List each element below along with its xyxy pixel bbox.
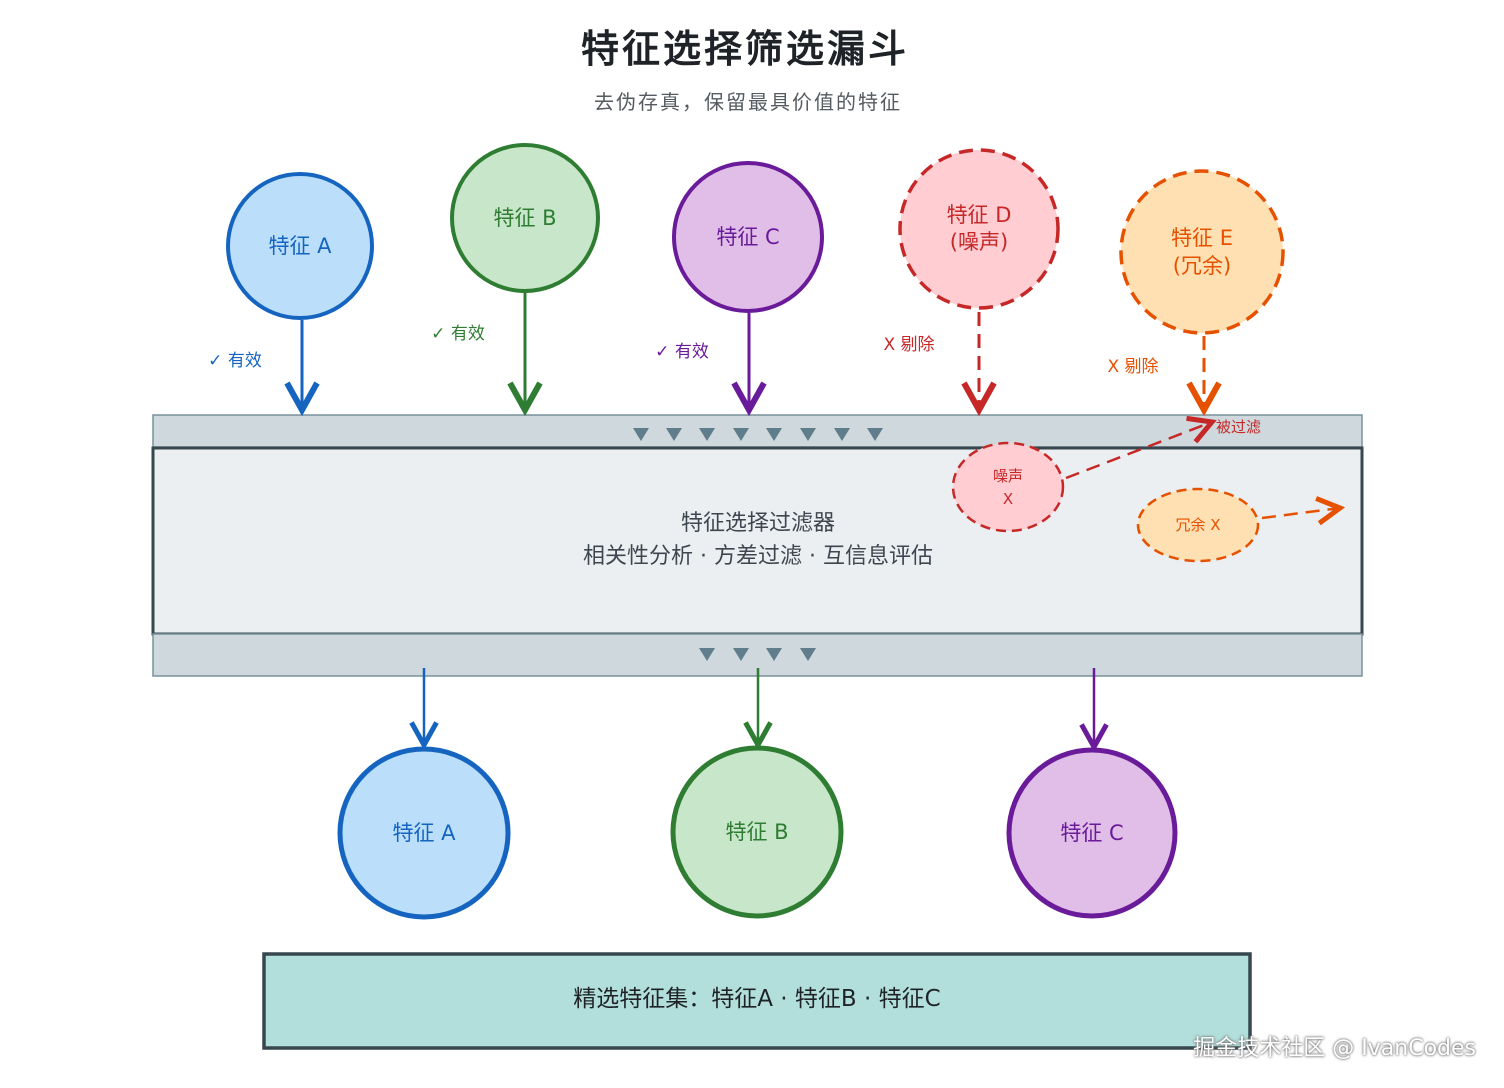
noise-mark: X [1003,490,1013,508]
output-a-label: 特征 A [392,821,456,845]
filter-bottom-band [152,633,1363,677]
watermark: 掘金技术社区 @ IvanCodes [1193,1036,1476,1061]
result-box [262,952,1252,1050]
rejected-noise: 噪声 X 被过滤 [951,418,1261,533]
noise-blob [951,441,1065,533]
input-feature-e: 特征 E (冗余) X 剔除 [1107,169,1285,410]
feature-c-circle [672,161,824,313]
feature-a-status: ✓ 有效 [208,351,262,371]
feature-a-circle [226,172,374,320]
feature-filter: 特征选择过滤器 相关性分析 · 方差过滤 · 互信息评估 [151,414,1364,677]
filter-name: 特征选择过滤器 [681,511,835,536]
feature-a-label: 特征 A [268,234,332,258]
output-feature-a: 特征 A [337,746,511,920]
redundant-blob [1136,487,1260,563]
feature-b-circle [450,143,600,293]
feature-d-label: 特征 D [947,203,1012,227]
feature-c-label: 特征 C [716,225,779,249]
output-b-label: 特征 B [725,820,788,844]
feature-d-sub: (噪声) [950,230,1008,254]
redundant-out-arrow [1261,508,1340,518]
input-feature-a: 特征 A ✓ 有效 [208,172,374,410]
feature-e-label: 特征 E [1171,226,1233,250]
diagram-title: 特征选择筛选漏斗 [581,27,909,71]
feature-d-status: X 剔除 [883,335,934,355]
filter-top-band [152,414,1363,448]
noise-out-arrow [1065,422,1212,480]
feature-c-status: ✓ 有效 [655,342,709,362]
output-c-label: 特征 C [1060,821,1123,845]
diagram-subtitle: 去伪存真，保留最具价值的特征 [594,90,902,114]
feature-b-label: 特征 B [493,206,556,230]
filter-methods: 相关性分析 · 方差过滤 · 互信息评估 [583,544,933,569]
result-text: 精选特征集：特征A · 特征B · 特征C [573,986,940,1012]
input-feature-c: 特征 C ✓ 有效 [655,161,824,410]
output-c-circle [1006,747,1178,919]
feature-b-status: ✓ 有效 [431,324,485,344]
feature-d-circle [898,148,1060,310]
input-feature-b: 特征 B ✓ 有效 [431,143,600,410]
rejected-redundant: 冗余 X [1136,487,1340,563]
redundant-label: 冗余 X [1175,516,1220,534]
result-set: 精选特征集：特征A · 特征B · 特征C [262,952,1252,1050]
filter-outlet-markers [699,648,816,661]
filter-inlet-markers [633,428,883,441]
noise-label: 噪声 [993,467,1023,485]
input-feature-d: 特征 D (噪声) X 剔除 [883,148,1060,410]
feature-e-circle [1119,169,1285,335]
output-b-circle [670,745,844,919]
output-feature-b: 特征 B [670,745,844,919]
output-a-circle [337,746,511,920]
rejected-label: 被过滤 [1216,418,1261,436]
feature-e-status: X 剔除 [1107,357,1158,377]
output-feature-c: 特征 C [1006,747,1178,919]
feature-e-sub: (冗余) [1173,254,1231,278]
